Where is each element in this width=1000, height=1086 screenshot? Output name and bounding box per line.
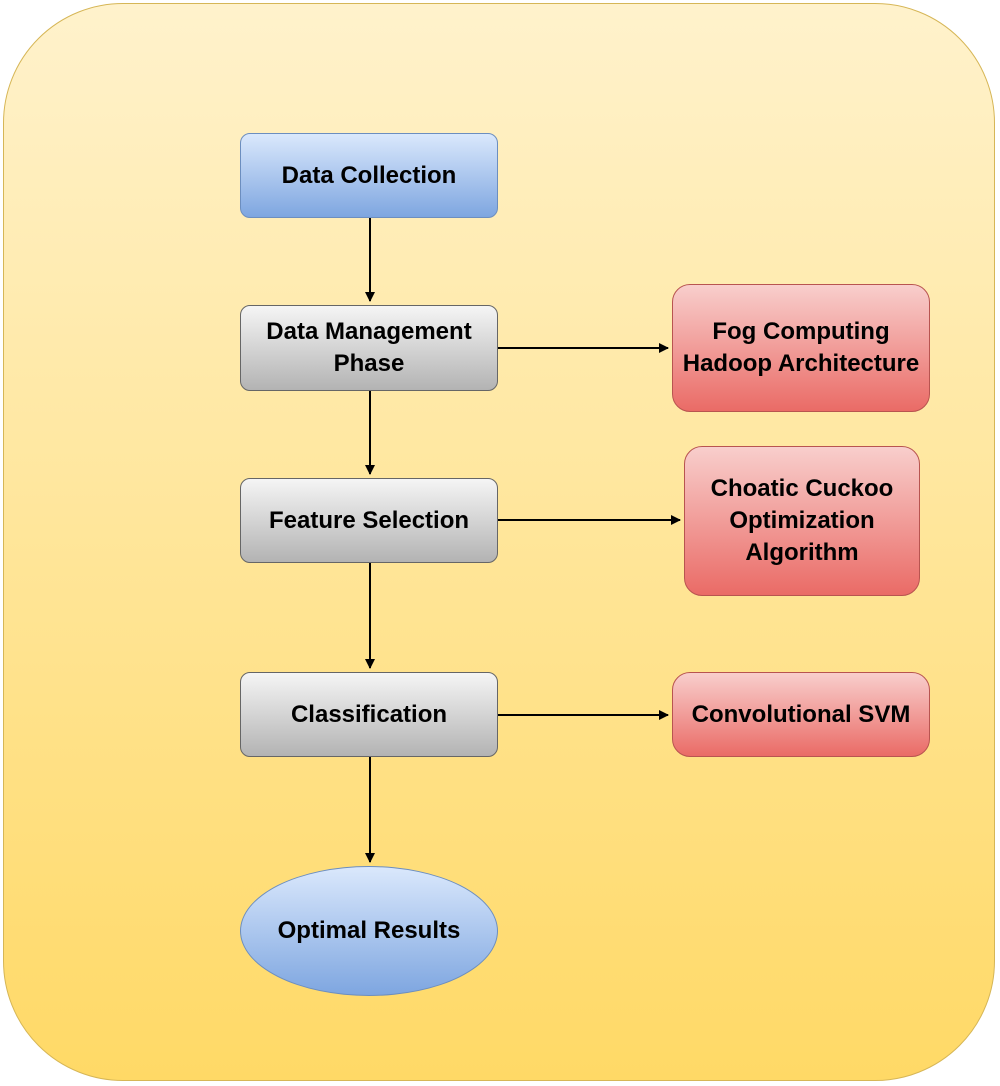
data-collection-node: Data Collection <box>240 133 498 218</box>
cuckoo-optimization-node: Choatic Cuckoo Optimization Algorithm <box>684 446 920 596</box>
classification-node: Classification <box>240 672 498 757</box>
feature-selection-node: Feature Selection <box>240 478 498 563</box>
optimal-results-node: Optimal Results <box>240 866 498 996</box>
convolutional-svm-node: Convolutional SVM <box>672 672 930 757</box>
fog-computing-node: Fog Computing Hadoop Architecture <box>672 284 930 412</box>
data-management-node: Data Management Phase <box>240 305 498 391</box>
